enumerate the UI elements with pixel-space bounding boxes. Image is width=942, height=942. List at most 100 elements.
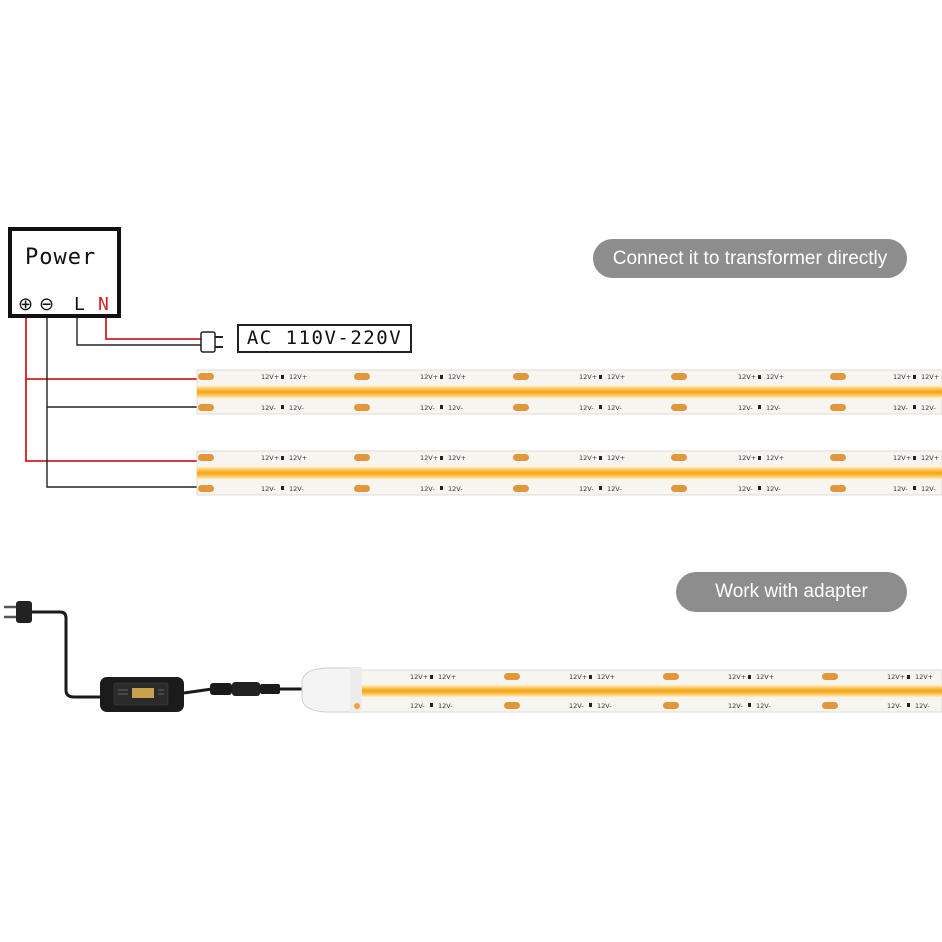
pad-label-positive: 12V+: [738, 373, 756, 381]
pad-label-negative: 12V-: [607, 404, 622, 412]
led-strip-3: 12V+ 12V+ 12V- 12V- 12V+ 12V+ 12V- 12V- 12V+ 12V+…: [355, 669, 942, 713]
resistor: [440, 486, 443, 490]
pad-label-positive: 12V+: [569, 673, 587, 681]
pad-label-positive: 12V+: [438, 673, 456, 681]
solder-pad: [830, 373, 846, 380]
pad-label-positive: 12V+: [756, 673, 774, 681]
resistor: [913, 456, 916, 460]
pad-label-positive: 12V+: [921, 373, 939, 381]
strip-led-glow: [356, 684, 942, 698]
pad-label-negative: 12V-: [289, 485, 304, 493]
wire-l: [76, 313, 205, 346]
pad-label-positive: 12V+: [893, 454, 911, 462]
pad-label-negative: 12V-: [728, 702, 743, 710]
solder-pad: [822, 673, 838, 680]
solder-pad: [504, 673, 520, 680]
power-title: Power: [25, 245, 97, 270]
resistor: [281, 375, 284, 379]
strip-led-glow: [197, 385, 942, 399]
pad-label-negative: 12V-: [579, 485, 594, 493]
terminal-negative: ⊖: [39, 294, 55, 315]
resistor: [907, 703, 910, 707]
solder-pad: [354, 404, 370, 411]
solder-pad: [822, 702, 838, 709]
resistor: [913, 375, 916, 379]
pad-label-negative: 12V-: [579, 404, 594, 412]
terminal-n: N: [98, 294, 109, 315]
pad-label-positive: 12V+: [921, 454, 939, 462]
pad-label-negative: 12V-: [569, 702, 584, 710]
solder-pad: [504, 702, 520, 709]
resistor: [589, 675, 592, 679]
pad-label-positive: 12V+: [579, 454, 597, 462]
pad-label-negative: 12V-: [921, 404, 936, 412]
pad-label-negative: 12V-: [766, 404, 781, 412]
pad-label-positive: 12V+: [261, 454, 279, 462]
pad-label-negative: 12V-: [448, 485, 463, 493]
pad-label-negative: 12V-: [738, 485, 753, 493]
resistor: [440, 405, 443, 409]
pad-label-positive: 12V+: [738, 454, 756, 462]
solder-pad: [663, 702, 679, 709]
resistor: [430, 675, 433, 679]
ac-cable: [30, 610, 100, 699]
solder-pad: [830, 404, 846, 411]
adapter-assembly: [4, 601, 362, 713]
solder-pad: [671, 485, 687, 492]
pad-label-negative: 12V-: [607, 485, 622, 493]
pad-label-positive: 12V+: [261, 373, 279, 381]
resistor: [748, 675, 751, 679]
resistor: [440, 456, 443, 460]
ac-voltage-label: AC 110V-220V: [237, 324, 412, 353]
pad-label-positive: 12V+: [597, 673, 615, 681]
led-strip-1: 12V+ 12V+ 12V- 12V- 12V+ 12V+ 12V- 12V- 12V+ 12V+…: [196, 369, 942, 415]
power-supply-box: Power ⊕ ⊖ L N: [8, 227, 121, 318]
solder-pad: [830, 454, 846, 461]
pad-label-negative: 12V-: [766, 485, 781, 493]
solder-pad: [198, 454, 214, 461]
pad-label-positive: 12V+: [448, 454, 466, 462]
pad-label-negative: 12V-: [921, 485, 936, 493]
pad-label-negative: 12V-: [448, 404, 463, 412]
resistor: [758, 405, 761, 409]
pad-label-negative: 12V-: [887, 702, 902, 710]
pad-label-negative: 12V-: [261, 404, 276, 412]
led-strip-2: 12V+ 12V+ 12V- 12V- 12V+ 12V+ 12V- 12V- 12V+ 12V+…: [196, 450, 942, 496]
resistor: [758, 486, 761, 490]
resistor: [913, 486, 916, 490]
pad-label-negative: 12V-: [261, 485, 276, 493]
pad-label-negative: 12V-: [289, 404, 304, 412]
resistor: [748, 703, 751, 707]
pad-label-negative: 12V-: [438, 702, 453, 710]
resistor: [599, 456, 602, 460]
pad-label-negative: 12V-: [738, 404, 753, 412]
pad-label-positive: 12V+: [289, 454, 307, 462]
solder-pad: [513, 404, 529, 411]
pad-label-negative: 12V-: [893, 404, 908, 412]
pad-label-positive: 12V+: [607, 373, 625, 381]
pad-label-positive: 12V+: [289, 373, 307, 381]
pad-label-negative: 12V-: [410, 702, 425, 710]
power-adapter-icon: [100, 677, 184, 712]
eu-plug-icon: [4, 601, 32, 623]
pad-label-positive: 12V+: [915, 673, 933, 681]
pad-label-positive: 12V+: [607, 454, 625, 462]
dc-connector-icon: [210, 682, 306, 696]
solder-pad: [198, 485, 214, 492]
caption-adapter: Work with adapter: [676, 572, 907, 612]
resistor: [599, 486, 602, 490]
solder-pad: [198, 404, 214, 411]
resistor: [758, 375, 761, 379]
pad-label-positive: 12V+: [728, 673, 746, 681]
pad-label-negative: 12V-: [420, 485, 435, 493]
solder-pad: [671, 373, 687, 380]
solder-pad: [198, 373, 214, 380]
pad-label-positive: 12V+: [766, 454, 784, 462]
pad-label-positive: 12V+: [448, 373, 466, 381]
solder-pad: [354, 485, 370, 492]
pad-label-positive: 12V+: [579, 373, 597, 381]
resistor: [913, 405, 916, 409]
terminal-positive: ⊕: [18, 294, 34, 315]
resistor: [440, 375, 443, 379]
